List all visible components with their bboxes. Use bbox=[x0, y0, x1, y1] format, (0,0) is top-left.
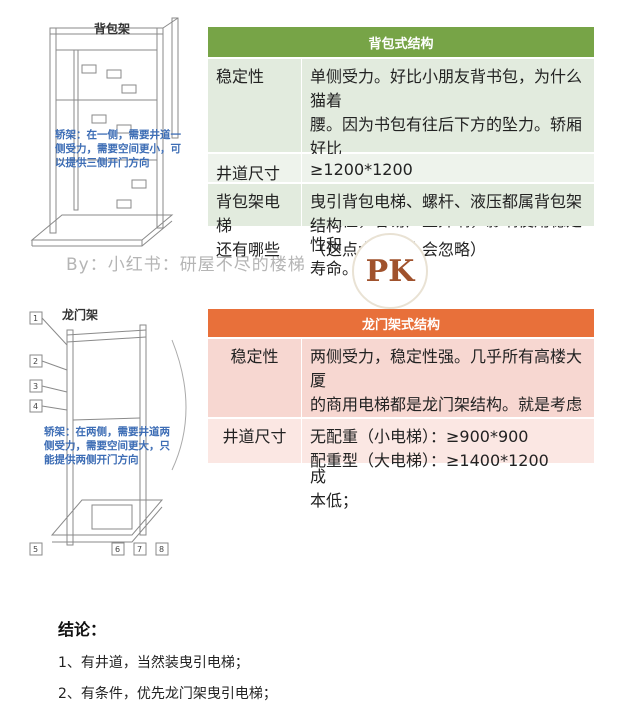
conclusion-item: 2、有条件，优先龙门架曳引电梯； bbox=[58, 686, 277, 702]
row-value: 曳引背包电梯、螺杆、液压都属背包架结构 （这点大多数人会忽略） bbox=[302, 184, 594, 259]
row-label: 井道尺寸 bbox=[208, 154, 302, 183]
row-label: 稳定性 bbox=[208, 59, 302, 152]
table-row: 稳定性 单侧受力。好比小朋友背书包，为什么猫着 腰。因为书包有往后下方的坠力。轿… bbox=[208, 59, 594, 278]
value-line: （这点大多数人会忽略） bbox=[310, 236, 586, 260]
part-number: 8 bbox=[159, 545, 164, 554]
part-number: 1 bbox=[33, 314, 38, 323]
pk-badge: PK bbox=[352, 233, 428, 309]
backpack-frame-illustration bbox=[30, 17, 179, 247]
table-row: 井道尺寸 无配重（小电梯）：≥900*900 配重型（大电梯）：≥1400*12… bbox=[208, 419, 594, 470]
label-line: 还有哪些 bbox=[216, 240, 281, 259]
part-number: 4 bbox=[33, 402, 38, 411]
table-row: 稳定性 两侧受力，稳定性强。几乎所有高楼大厦 的商用电梯都是龙门架结构。就是考虑… bbox=[208, 339, 594, 510]
conclusion-item: 1、有井道，当然装曳引电梯； bbox=[58, 655, 249, 671]
value-line: 无配重（小电梯）：≥900*900 bbox=[310, 427, 529, 446]
table-row: 背包架电梯 还有哪些 曳引背包电梯、螺杆、液压都属背包架结构 （这点大多数人会忽… bbox=[208, 184, 594, 259]
value-line: 寿命。 bbox=[310, 259, 359, 278]
part-number: 3 bbox=[33, 382, 38, 391]
gantry-frame-illustration: 1 2 3 4 5 6 7 8 bbox=[29, 311, 187, 556]
value-line: 配重型（大电梯）：≥1400*1200 bbox=[310, 451, 549, 470]
row-value: ≥1200*1200 bbox=[310, 160, 413, 179]
row-label: 稳定性 bbox=[208, 339, 302, 417]
callout-line: 以提供三侧开门方向 bbox=[55, 157, 150, 169]
callout-line: 侧受力，需要空间更小，可 bbox=[55, 143, 181, 155]
callout-line: 轿架：在一侧，需要井道一 bbox=[55, 129, 181, 141]
value-line: 腰。因为书包有往后下方的坠力。轿厢好比 bbox=[310, 115, 583, 158]
label-line: 背包架电梯 bbox=[216, 192, 281, 235]
watermark: By：小红书：研屋不尽的楼梯 bbox=[66, 255, 306, 275]
gantry-frame-diagram: 1 2 3 4 5 6 7 8 龙门架 bbox=[22, 300, 202, 570]
table-header: 背包式结构 bbox=[208, 27, 594, 57]
table-row: 井道尺寸 ≥1200*1200 bbox=[208, 154, 594, 183]
callout-line: 轿架：在两侧，需要井道两 bbox=[44, 426, 170, 438]
value-line: 两侧受力，稳定性强。几乎所有高楼大厦 bbox=[310, 347, 583, 390]
part-number: 6 bbox=[115, 545, 120, 554]
value-line: 单侧受力。好比小朋友背书包，为什么猫着 bbox=[310, 67, 583, 110]
backpack-frame-diagram: 背包架 bbox=[22, 10, 202, 260]
row-value: 单侧受力。好比小朋友背书包，为什么猫着 腰。因为书包有往后下方的坠力。轿厢好比 … bbox=[302, 59, 594, 278]
table-header: 龙门架式结构 bbox=[208, 309, 594, 337]
row-value: 两侧受力，稳定性强。几乎所有高楼大厦 的商用电梯都是龙门架结构。就是考虑到 利用… bbox=[302, 339, 594, 510]
part-number: 7 bbox=[137, 545, 142, 554]
value-line: 曳引背包电梯、螺杆、液压都属背包架结构 bbox=[310, 192, 583, 235]
callout-line: 侧受力，需要空间更大，只 bbox=[44, 440, 170, 452]
gantry-callout: 轿架：在两侧，需要井道两 侧受力，需要空间更大，只 能提供两侧开门方向 bbox=[44, 425, 194, 467]
row-label: 背包架电梯 还有哪些 bbox=[208, 184, 302, 259]
row-value: 无配重（小电梯）：≥900*900 配重型（大电梯）：≥1400*1200 bbox=[302, 419, 594, 470]
part-number: 2 bbox=[33, 357, 38, 366]
diagram-title: 背包架 bbox=[94, 22, 131, 36]
row-label: 井道尺寸 bbox=[208, 419, 302, 463]
diagram-title: 龙门架 bbox=[62, 308, 99, 322]
value-line: 本低； bbox=[310, 491, 359, 510]
part-number: 5 bbox=[33, 545, 38, 554]
callout-line: 能提供两侧开门方向 bbox=[44, 454, 139, 466]
conclusion-title: 结论： bbox=[58, 620, 107, 639]
backpack-callout: 轿架：在一侧，需要井道一 侧受力，需要空间更小，可 以提供三侧开门方向 bbox=[55, 128, 205, 170]
